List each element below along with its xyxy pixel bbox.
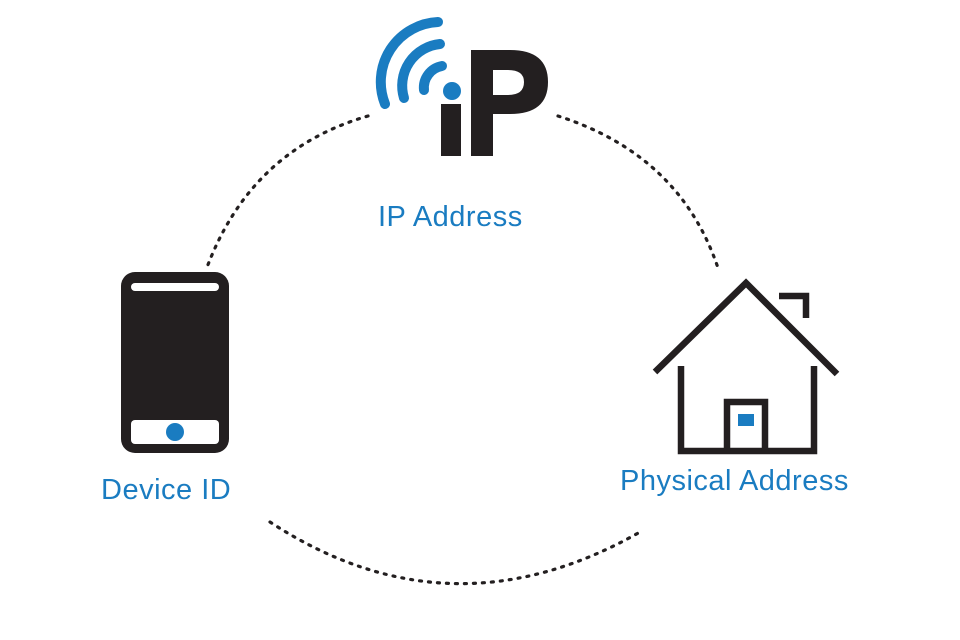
house-walls [677,366,818,455]
phone-screen [131,298,219,418]
ip-dot [443,82,461,100]
wifi-arc-inner [418,61,447,95]
connector-device-to-house [268,520,642,586]
house-door [723,398,769,451]
house-window [738,414,754,426]
phone-home-button [166,423,184,441]
wifi-arc-outer [375,17,443,109]
dotted-connectors [204,114,720,586]
phone-top-slot [131,283,219,291]
device-id-label: Device ID [101,474,232,506]
house-chimney [779,292,810,318]
physical-address-label: Physical Address [620,465,849,497]
wifi-arc-middle [397,39,445,103]
house-icon [652,278,840,455]
connector-ip-to-device [204,114,370,272]
house-roof [652,278,840,377]
ip-address-label: IP Address [378,201,523,233]
smartphone-icon [121,272,229,453]
connector-ip-to-house [556,114,720,270]
ip-letter-p [471,50,548,156]
wifi-ip-logo-icon [375,17,548,156]
ip-letter-i [441,104,461,156]
